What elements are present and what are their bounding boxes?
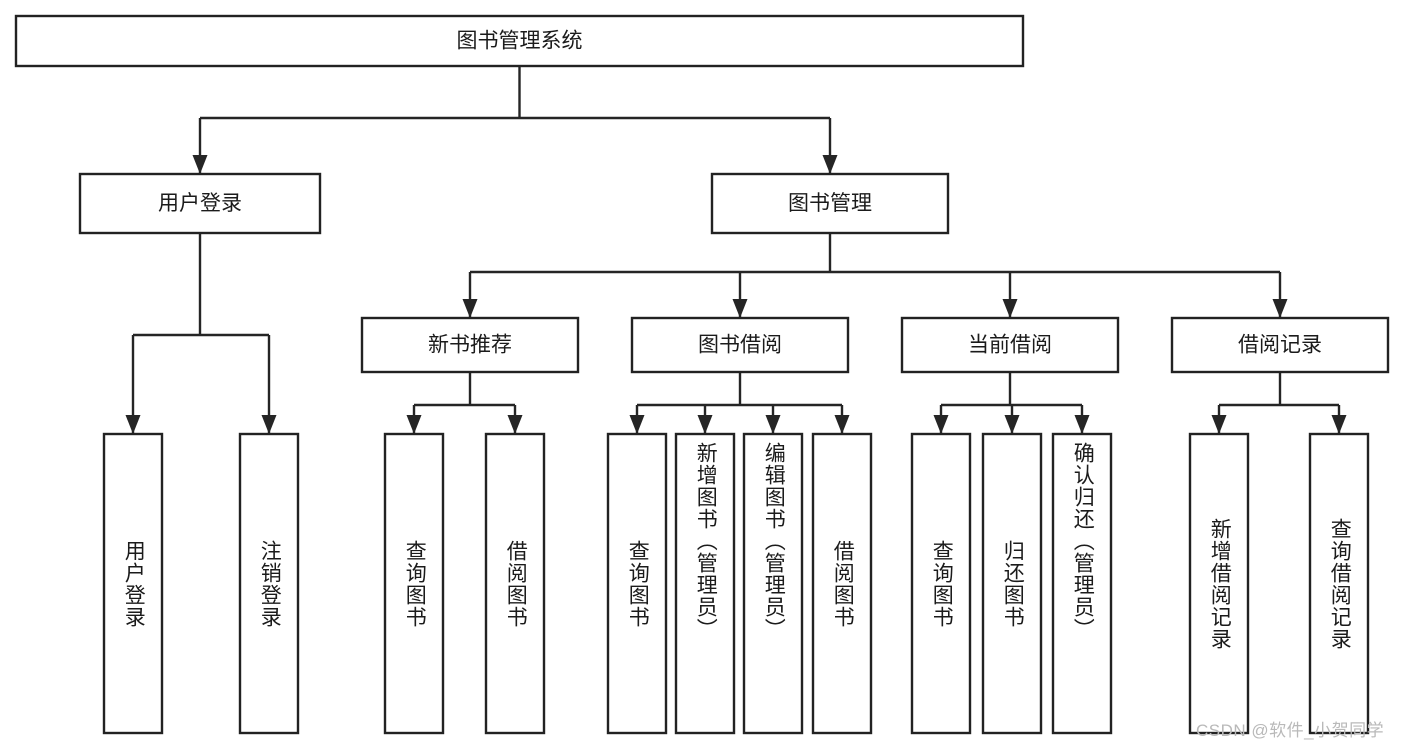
node-box-leaf-3[interactable] xyxy=(484,432,546,735)
node-label: 用户登录 xyxy=(158,192,242,215)
connector-layer xyxy=(125,66,1347,434)
node-box-leaf-10[interactable] xyxy=(1051,432,1113,735)
node-box-leaf-9[interactable] xyxy=(981,432,1043,735)
node-label: 图书管理系统 xyxy=(457,30,583,53)
node-box-l3-0[interactable] xyxy=(360,316,580,374)
node-box-l2-1[interactable] xyxy=(710,172,950,235)
connector-arrowhead xyxy=(1211,415,1227,434)
connector-arrowhead xyxy=(822,155,838,174)
node-label: 新书推荐 xyxy=(428,334,512,357)
node-box-leaf-4[interactable] xyxy=(606,432,668,735)
node-box-l3-2[interactable] xyxy=(900,316,1120,374)
node-box-leaf-2[interactable] xyxy=(383,432,445,735)
connector-arrowhead xyxy=(406,415,422,434)
node-box-leaf-11[interactable] xyxy=(1188,432,1250,735)
connector-arrowhead xyxy=(192,155,208,174)
node-box-leaf-0[interactable] xyxy=(102,432,164,735)
node-box-leaf-8[interactable] xyxy=(910,432,972,735)
connector-arrowhead xyxy=(765,415,781,434)
connector-arrowhead xyxy=(1272,299,1288,318)
node-box-leaf-1[interactable] xyxy=(238,432,300,735)
node-box-root-0[interactable] xyxy=(14,14,1025,68)
node-box-leaf-6[interactable] xyxy=(742,432,804,735)
connector-arrowhead xyxy=(732,299,748,318)
node-label: 图书管理 xyxy=(788,192,872,215)
connector-arrowhead xyxy=(697,415,713,434)
node-box-leaf-12[interactable] xyxy=(1308,432,1370,735)
node-label: 图书借阅 xyxy=(698,334,782,357)
connector-arrowhead xyxy=(1002,299,1018,318)
connector-arrowhead xyxy=(261,415,277,434)
connector-arrowhead xyxy=(1331,415,1347,434)
connector-arrowhead xyxy=(462,299,478,318)
node-box-l3-1[interactable] xyxy=(630,316,850,374)
connector-arrowhead xyxy=(933,415,949,434)
connector-arrowhead xyxy=(507,415,523,434)
csdn-watermark: CSDN @软件_小贺同学 xyxy=(1196,721,1385,740)
connector-arrowhead xyxy=(834,415,850,434)
node-box-l3-3[interactable] xyxy=(1170,316,1390,374)
node-label: 当前借阅 xyxy=(968,334,1052,357)
connector-arrowhead xyxy=(1004,415,1020,434)
node-box-leaf-5[interactable] xyxy=(674,432,736,735)
connector-arrowhead xyxy=(1074,415,1090,434)
node-box-leaf-7[interactable] xyxy=(811,432,873,735)
node-box-l2-0[interactable] xyxy=(78,172,322,235)
connector-arrowhead xyxy=(125,415,141,434)
connector-arrowhead xyxy=(629,415,645,434)
node-label: 借阅记录 xyxy=(1238,334,1322,357)
